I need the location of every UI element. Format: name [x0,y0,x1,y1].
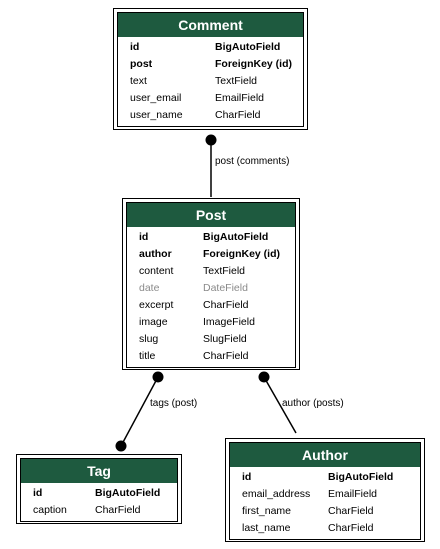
field-name: excerpt [139,299,174,311]
field-name: post [130,58,153,70]
field-row: id BigAutoField [127,229,295,246]
field-row: image ImageField [127,314,295,331]
field-name: slug [139,333,159,345]
field-row: slug SlugField [127,331,295,348]
field-name: last_name [242,522,291,534]
field-row: excerpt CharField [127,297,295,314]
field-row: id BigAutoField [230,469,420,486]
field-row: email_address EmailField [230,486,420,503]
field-type: CharField [328,522,374,534]
field-name: user_email [130,92,182,104]
field-row: user_email EmailField [118,90,303,107]
field-row: caption CharField [21,502,177,519]
field-type: ForeignKey (id) [203,248,281,260]
post-author-link [263,376,297,434]
field-type: SlugField [203,333,247,345]
field-row: last_name CharField [230,520,420,537]
relation-label-post-author: author (posts) [282,398,344,409]
field-name: id [33,487,43,499]
field-name: title [139,350,156,362]
field-name: id [139,231,149,243]
entity-tag: Tag id BigAutoField caption CharField [16,454,182,524]
field-type: BigAutoField [215,41,281,53]
field-row: author ForeignKey (id) [127,246,295,263]
field-name: first_name [242,505,292,517]
entity-comment: Comment id BigAutoField post ForeignKey (id… [113,8,308,130]
field-row: content TextField [127,263,295,280]
field-list: id BigAutoField post ForeignKey (id) text Tex… [118,37,303,126]
field-name: text [130,75,147,87]
field-row: id BigAutoField [118,39,303,56]
field-row: date DateField [127,280,295,297]
post-tag-dot-top-icon [152,371,164,383]
field-name: id [130,41,140,53]
field-type: EmailField [328,488,378,500]
post-tag-link [120,376,159,447]
field-name: caption [33,504,67,516]
field-name: author [139,248,172,260]
field-type: BigAutoField [328,471,394,483]
field-name: user_name [130,109,183,121]
field-name: date [139,282,160,294]
field-type: ForeignKey (id) [215,58,293,70]
comment-post-dot-icon [205,134,217,146]
field-type: TextField [203,265,246,277]
relation-label-post-tag: tags (post) [150,398,198,409]
entity-title: Comment [118,13,303,37]
field-list: id BigAutoField author ForeignKey (id) conte… [127,227,295,367]
field-type: EmailField [215,92,265,104]
field-row: id BigAutoField [21,485,177,502]
field-row: user_name CharField [118,107,303,124]
field-name: id [242,471,252,483]
field-name: content [139,265,174,277]
post-tag-dot-bottom-icon [115,440,127,452]
field-list: id BigAutoField caption CharField [21,483,177,521]
entity-title: Tag [21,459,177,483]
entity-author: Author id BigAutoField email_address EmailF… [225,438,425,542]
post-author-dot-icon [258,371,270,383]
field-type: ImageField [203,316,255,328]
field-type: TextField [215,75,258,87]
field-type: CharField [203,350,249,362]
field-type: BigAutoField [95,487,161,499]
field-type: CharField [95,504,141,516]
field-list: id BigAutoField email_address EmailField fir… [230,467,420,539]
entity-post: Post id BigAutoField author ForeignKey (id)… [122,198,300,370]
field-row: post ForeignKey (id) [118,56,303,73]
field-name: email_address [242,488,311,500]
field-name: image [139,316,168,328]
entity-title: Author [230,443,420,467]
field-type: CharField [328,505,374,517]
field-type: CharField [203,299,249,311]
field-type: CharField [215,109,261,121]
field-type: BigAutoField [203,231,269,243]
relation-label-comment-post: post (comments) [215,156,290,167]
field-row: first_name CharField [230,503,420,520]
entity-title: Post [127,203,295,227]
field-row: title CharField [127,348,295,365]
field-row: text TextField [118,73,303,90]
field-type: DateField [203,282,248,294]
